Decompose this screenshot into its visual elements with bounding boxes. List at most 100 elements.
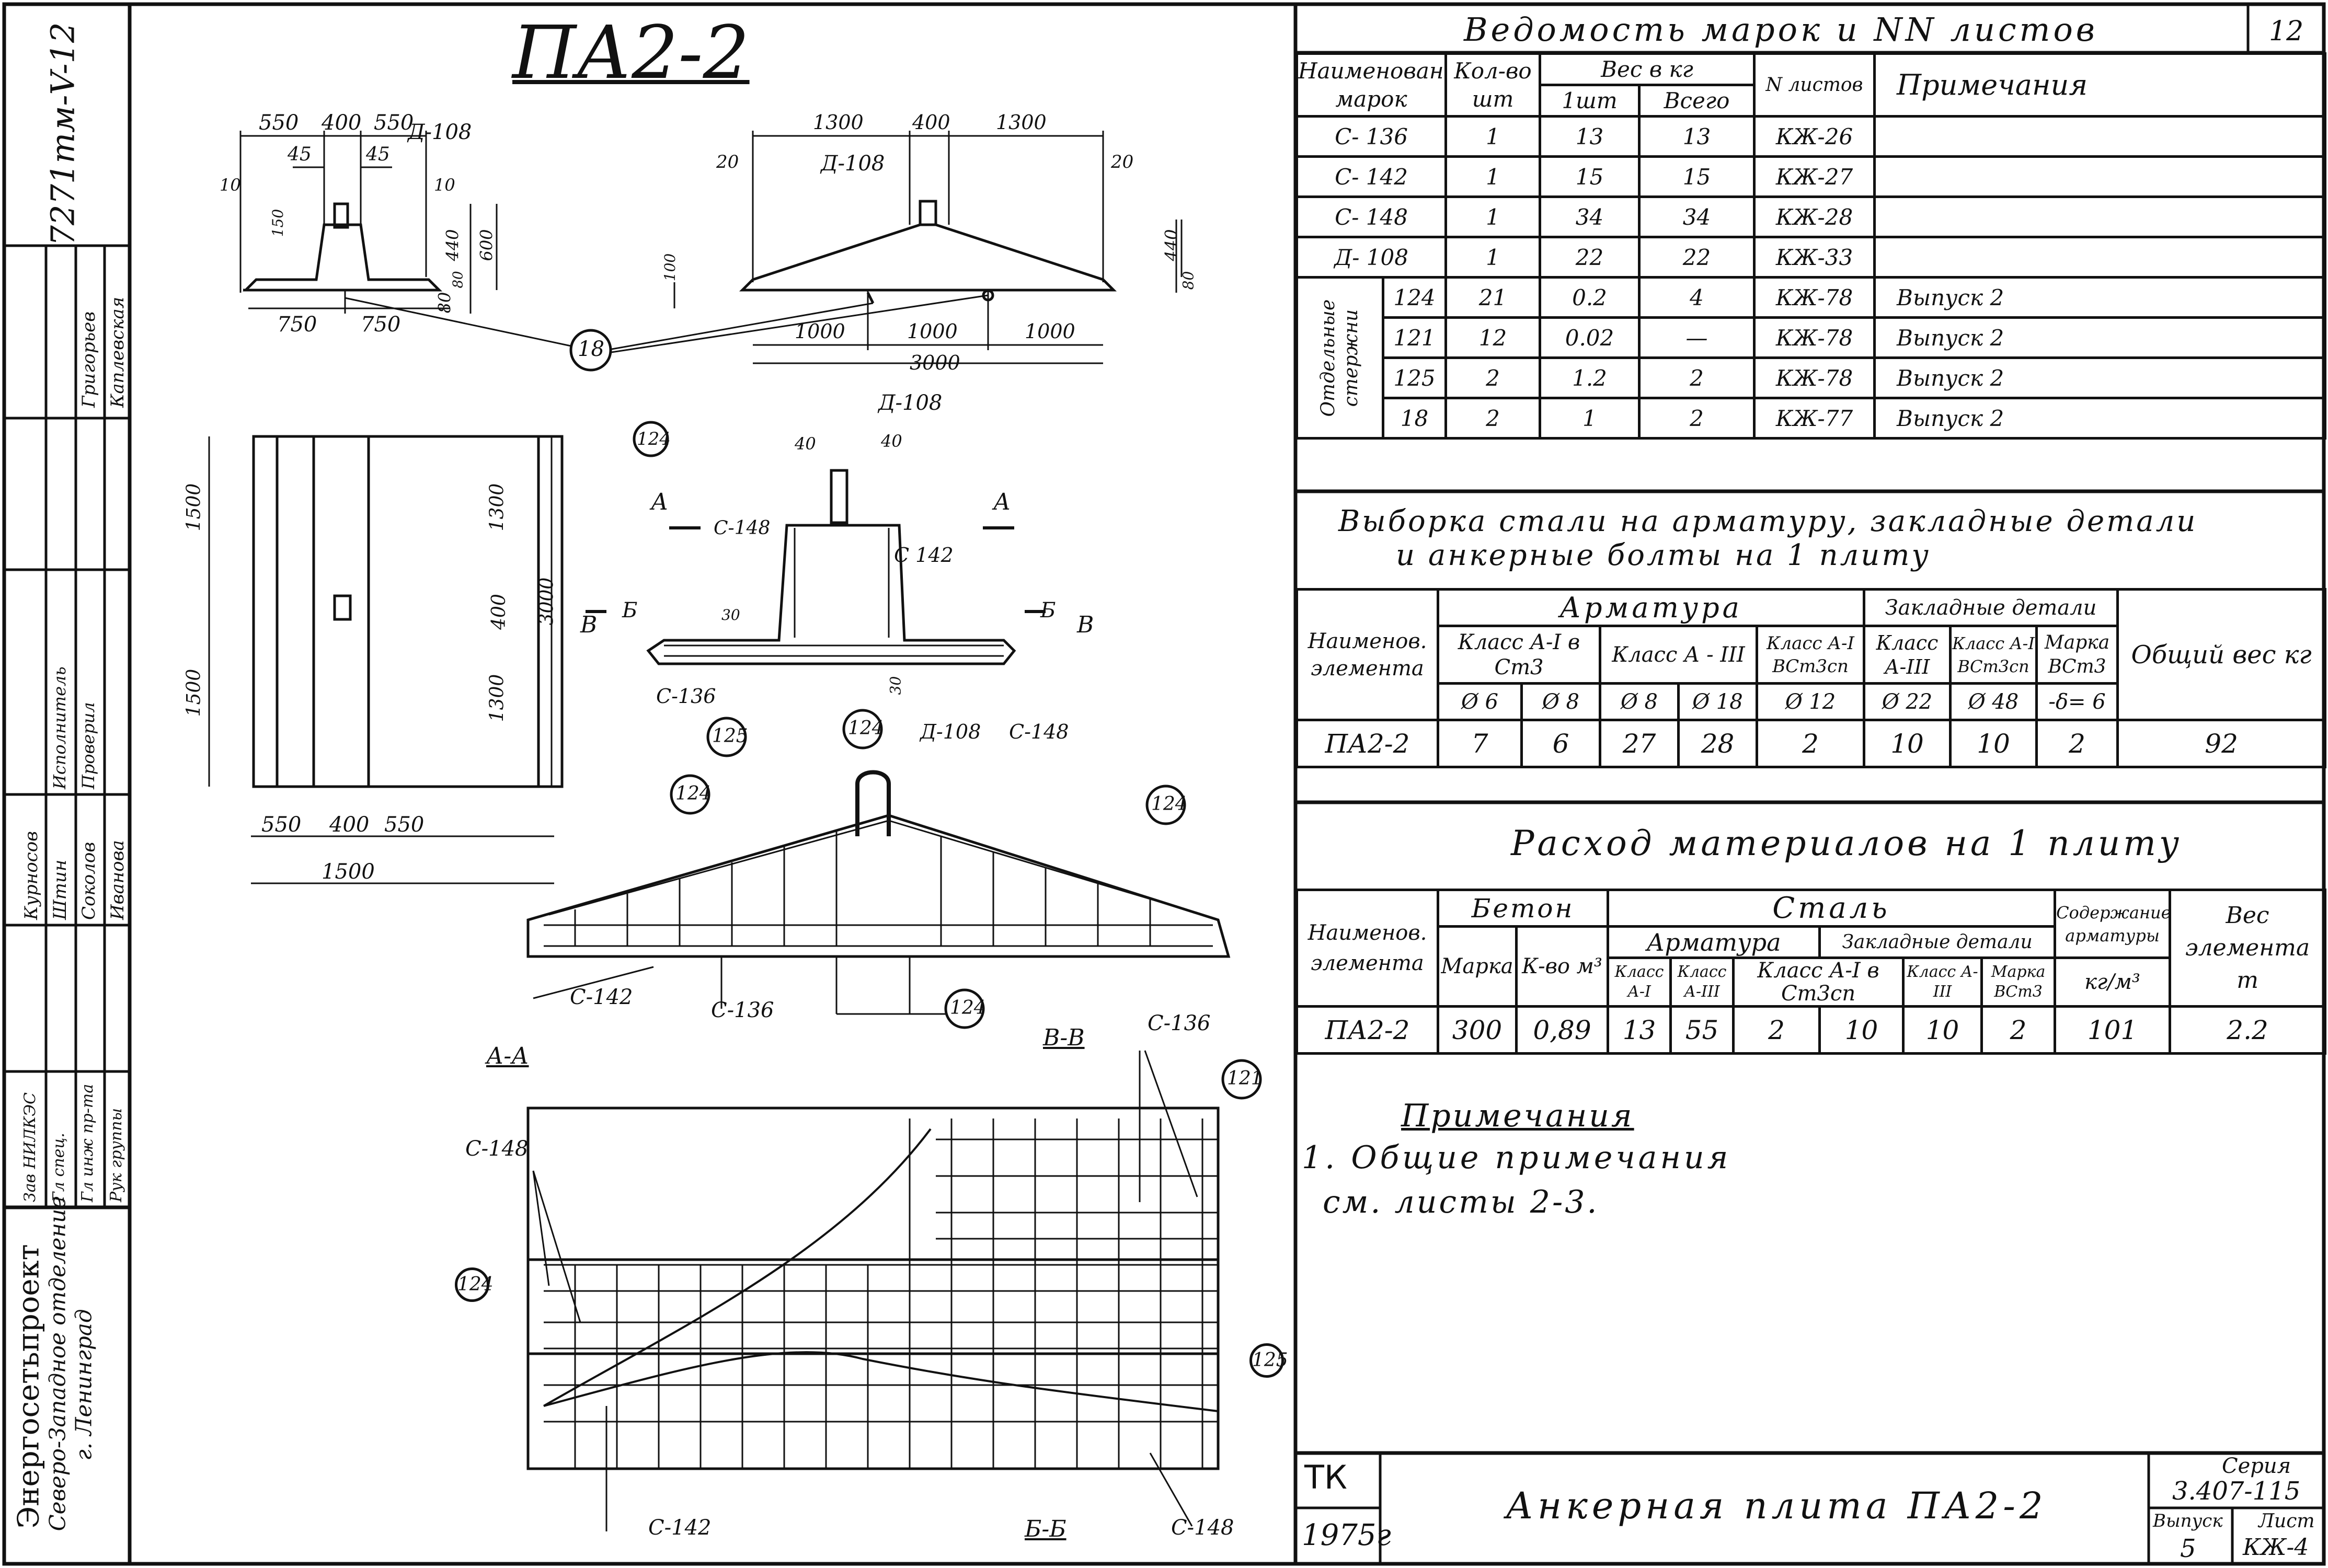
label-c142: С-142 [648,1516,712,1540]
dim: 400 [322,111,362,135]
section-mark-a: А [993,489,1011,515]
bubble-18-label: 18 [578,337,604,361]
dim: 100 [661,253,679,282]
dim: 1500 [183,668,205,717]
col-head-sheets: N листов [1753,52,1876,118]
title-block-series: 3.407-115 [2172,1477,2301,1506]
front-elevation [239,131,498,314]
dim: 30 [887,676,904,695]
bubble-124-c [670,774,710,815]
stamp-role: Рук группы [107,1108,125,1202]
label-c148: С-148 [1009,720,1069,743]
bubble-124-label: 124 [848,718,884,739]
bubble-124-b [842,709,883,750]
stamp-role: Зав НИЛКЭС [21,1092,39,1202]
section-mark-v: В [580,612,598,638]
label-c136: С-136 [656,685,716,708]
stamp-org-line2: Северо-Западное отделение [44,1196,71,1531]
label-section-bb: Б-Б [1025,1516,1066,1542]
stamp-check-role: Исполнитель [50,666,70,789]
dim: 600 [476,229,497,261]
label-c136: С-136 [1148,1011,1211,1035]
title-block-year: 1975г [1302,1518,1391,1552]
dim: 80 [450,271,466,289]
bubble-121-label: 121 [1227,1068,1263,1089]
label-d108: Д-108 [821,152,885,176]
label-c142: С-142 [570,985,633,1009]
col-head-embedded: Закладные детали [1863,588,2119,627]
dim: 45 [366,144,390,165]
dim: 1000 [1025,320,1075,343]
stamp-role: Гл инж пр-та [78,1083,97,1202]
dim: 550 [259,111,299,135]
dim: 40 [881,431,902,451]
table-row: 121 12 0.02 — КЖ-78 Выпуск 2 [1297,316,2327,359]
title-block-sheet-label: Лист [2258,1511,2315,1532]
table-row: ПА2-2 7 6 27 28 2 10 10 2 92 [1295,719,2327,768]
dim: 10 [434,175,455,195]
section-mark-b: Б [1040,598,1056,622]
stamp-org-line1: Энергосетьпроект [12,1244,46,1529]
marks-table: Наименован. марок Кол-во шт Вес в кг N л… [1295,52,2327,440]
dim: 1300 [486,483,508,532]
stamp-org-line3: г. Ленинград [71,1309,97,1461]
dim: 1500 [322,860,375,884]
dim: 30 [721,606,740,624]
materials-table-title: Расход материалов на 1 плиту [1511,823,2183,863]
dim: 40 [795,434,816,454]
label-d108: Д-108 [878,391,943,415]
dim: 550 [374,111,414,135]
label-section-aa: А-А [486,1043,529,1069]
section-mark-a: А [651,489,669,515]
title-block-issue: 5 [2180,1534,2196,1563]
dim: 1000 [795,320,845,343]
side-elevation [673,131,1183,364]
dim: 550 [384,813,425,837]
bubble-125-label: 125 [1249,1343,1288,1378]
notes-heading: Примечания [1401,1098,1634,1134]
plan-view [208,435,564,884]
table-row: С- 142 1 15 15 КЖ-27 [1295,155,2327,198]
steel-table-title-2: и анкерные болты на 1 плиту [1396,538,1931,572]
title-block-tk: ТК [1304,1458,1347,1496]
notes-line1: 1. Общие примечания [1302,1139,1731,1176]
col-head-qty: Кол-во шт [1444,52,1541,118]
materials-table: Наименов. элемента Бетон Сталь Содержани… [1295,889,2327,1055]
stamp-name: Курносов [21,831,42,920]
title-block-series-label: Серия [2222,1454,2291,1478]
col-head-weight: Вес в кг [1538,52,1756,86]
steel-table-title-1: Выборка стали на арматуру, закладные дет… [1338,504,2198,538]
dim: 1300 [486,674,508,722]
stamp-check-role: Проверил [78,702,98,789]
bubble-124-a [633,421,669,457]
steel-table: Наименов. элемента Арматура Закладные де… [1295,588,2327,768]
dim: 440 [1161,229,1182,261]
dim: 20 [1111,152,1134,172]
dim: 400 [329,813,370,837]
title-block-sheet: КЖ-4 [2243,1534,2309,1561]
dim: 80 [1179,271,1197,290]
bubble-125-a [706,717,747,757]
label-c148: С-148 [465,1137,529,1161]
label-c142: С 142 [894,544,954,567]
label-c148: С-148 [714,517,771,539]
longitudinal-section [526,770,1231,1015]
table-row: С- 136 1 13 13 КЖ-26 [1295,115,2327,158]
dim: 3000 [910,351,960,374]
col-head-steel: Сталь [1607,889,2057,928]
group-label-cell: Отдельные стержни [1295,276,1384,440]
dim: 1500 [183,483,205,532]
label-c148: С-148 [1171,1516,1234,1540]
table-row: 125 2 1.2 2 КЖ-78 Выпуск 2 [1297,356,2327,399]
col-head-element: Наименов. элемента [1295,588,1439,721]
col-head-content: Содержание арматуры [2054,889,2172,959]
dim: 550 [261,813,302,837]
col-head-notes: Примечания [1873,52,2327,118]
col-head-total: Общий вес кг [2116,588,2327,721]
stamp-name: Соколов [78,841,99,920]
title-block-name: Анкерная плита ПА2-2 [1506,1484,2047,1527]
plan-sections [526,1106,1220,1470]
